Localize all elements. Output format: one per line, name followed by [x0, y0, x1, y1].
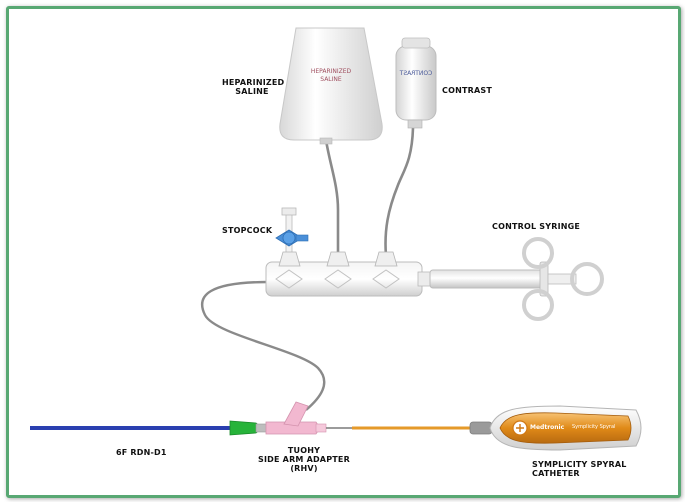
label-guide-catheter: 6F RDN-D1 — [116, 448, 167, 457]
saline-bag-label: HEPARINIZED SALINE — [306, 68, 356, 84]
saline-bag-label-line2: SALINE — [320, 76, 342, 83]
symplicity-catheter-shaft — [326, 421, 493, 435]
label-symplicity: SYMPLICITY SPYRAL CATHETER — [532, 460, 627, 478]
symplicity-handle — [489, 405, 642, 451]
tuohy-rhv — [265, 401, 327, 435]
contrast-bottle — [395, 37, 437, 129]
label-tuohy: TUOHY SIDE ARM ADAPTER (RHV) — [256, 446, 352, 473]
contrast-bottle-label: CONTRAST — [399, 70, 433, 77]
saline-tubing — [324, 139, 340, 256]
manifold-to-rhv-tubing — [200, 280, 326, 411]
label-heparinized-saline-line2: SALINE — [235, 87, 269, 96]
label-tuohy-line1: TUOHY — [287, 446, 321, 455]
label-symplicity-line2: CATHETER — [532, 469, 580, 478]
label-symplicity-line1: SYMPLICITY SPYRAL — [532, 460, 627, 469]
label-stopcock: STOPCOCK — [222, 226, 273, 235]
saline-bag-label-line1: HEPARINIZED — [310, 68, 352, 75]
handle-product: Symplicity Spyral — [572, 424, 616, 430]
heparinized-saline-bag — [279, 27, 383, 145]
label-contrast: CONTRAST — [442, 86, 492, 95]
label-tuohy-line3: (RHV) — [290, 464, 318, 473]
stopcock — [275, 207, 309, 255]
control-syringe — [429, 237, 604, 321]
contrast-tubing — [384, 127, 415, 257]
label-control-syringe: CONTROL SYRINGE — [492, 222, 581, 231]
label-heparinized-saline: HEPARINIZED SALINE — [222, 78, 285, 96]
handle-brand: Medtronic — [530, 424, 565, 431]
manifold — [265, 251, 433, 297]
guide-catheter — [30, 420, 269, 436]
label-tuohy-line2: SIDE ARM ADAPTER — [258, 455, 350, 464]
label-heparinized-saline-line1: HEPARINIZED — [222, 78, 285, 87]
